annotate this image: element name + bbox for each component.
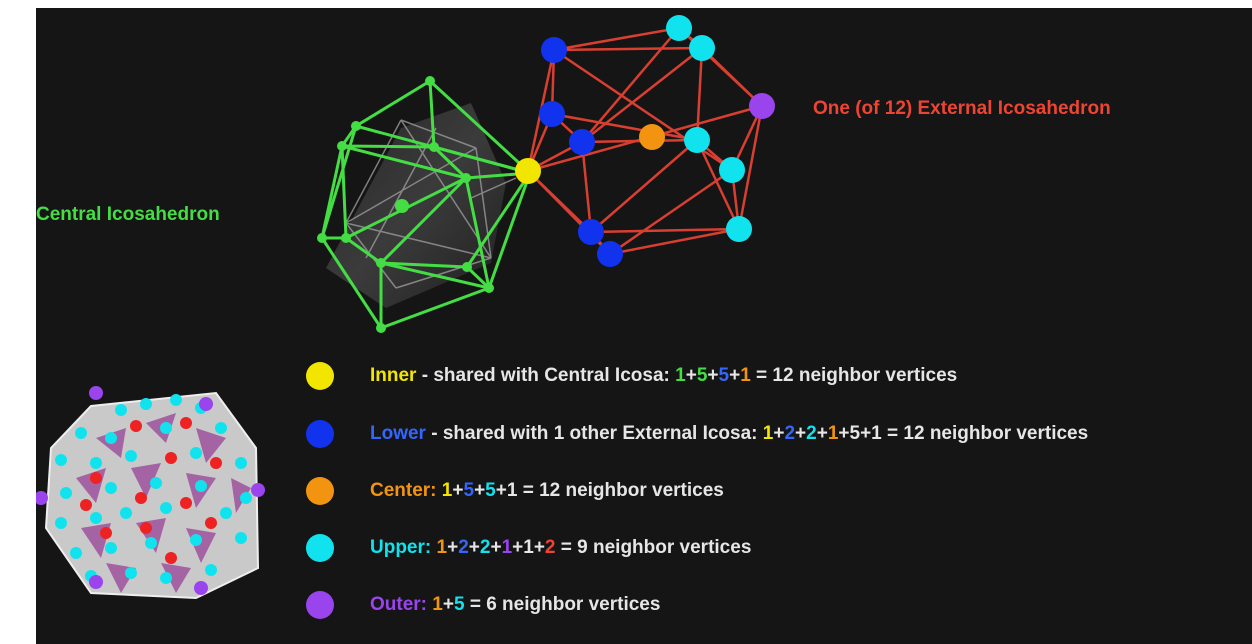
legend-text-segment: + — [773, 423, 785, 444]
legend-text-segment: + — [729, 365, 741, 386]
legend-item-inner: Inner - shared with Central Icosa: 1+5+5… — [306, 356, 957, 396]
legend-text-segment: 1 — [740, 365, 751, 386]
legend-text-segment: 1 — [436, 537, 448, 558]
legend-text-segment: Outer: — [370, 594, 427, 615]
legend-text-segment: 1 — [827, 423, 839, 444]
legend-text-segment: Upper: — [370, 537, 432, 558]
central-vertices — [317, 76, 494, 333]
legend-text-segment: + — [474, 480, 486, 501]
legend-text-segment: + — [447, 537, 459, 558]
legend-item-center: Center: 1+5+5+1 = 12 neighbor vertices — [306, 471, 724, 511]
icosahedra-illustration — [36, 15, 775, 600]
external-icosahedron-label: One (of 12) External Icosahedron — [813, 98, 1111, 119]
legend-text-segment: 2 — [806, 423, 817, 444]
central-edges — [320, 79, 532, 330]
diagram-panel: Central Icosahedron One (of 12) External… — [36, 8, 1252, 644]
legend-text-segment: 2 — [784, 423, 796, 444]
legend-text-segment: = 12 neighbor vertices — [750, 365, 958, 386]
legend-text-segment: + — [442, 594, 454, 615]
legend-text-segment: + — [685, 365, 697, 386]
outer-vertex-dot — [306, 591, 334, 619]
legend-text-segment: 2 — [458, 537, 469, 558]
center-vertex-dot — [306, 477, 334, 505]
legend-text-segment: +1+ — [512, 537, 545, 558]
legend-text-segment: 1 — [501, 537, 513, 558]
legend-text-segment: 2 — [479, 537, 491, 558]
central-icosahedron — [317, 76, 532, 333]
legend-text-segment: 5 — [485, 480, 496, 501]
legend-text-segment: + — [795, 423, 807, 444]
legend-text-segment: Inner — [370, 365, 417, 386]
legend-text: Lower - shared with 1 other External Ico… — [370, 423, 1088, 445]
legend-text-segment: Lower — [370, 423, 426, 444]
legend-text-segment: 1 — [675, 365, 686, 386]
legend-text-segment: = 6 neighbor vertices — [464, 594, 661, 615]
legend-text-segment: 5 — [718, 365, 730, 386]
external-vertices — [515, 15, 775, 267]
legend-text-segment: - shared with Central Icosa: — [416, 365, 676, 386]
legend-text-segment: 2 — [544, 537, 556, 558]
polyhedron-thumbnail — [36, 386, 265, 600]
external-icosahedron — [515, 15, 775, 267]
legend-text-segment: = 9 neighbor vertices — [555, 537, 752, 558]
legend-text-segment: - shared with 1 other External Icosa: — [425, 423, 763, 444]
legend-text-segment: +5+1 = 12 neighbor vertices — [838, 423, 1089, 444]
legend-text-segment: 5 — [696, 365, 708, 386]
legend-text-segment: 1 — [441, 480, 453, 501]
legend-text: Inner - shared with Central Icosa: 1+5+5… — [370, 365, 957, 387]
legend-item-outer: Outer: 1+5 = 6 neighbor vertices — [306, 585, 660, 625]
legend-text-segment: Center: — [370, 480, 437, 501]
legend-text: Center: 1+5+5+1 = 12 neighbor vertices — [370, 480, 724, 502]
legend-text-segment: +1 = 12 neighbor vertices — [495, 480, 724, 501]
legend-text: Upper: 1+2+2+1+1+2 = 9 neighbor vertices — [370, 537, 751, 559]
legend-text-segment: + — [490, 537, 502, 558]
lower-vertex-dot — [306, 420, 334, 448]
legend-text-segment: 1 — [762, 423, 774, 444]
inner-vertex-dot — [306, 362, 334, 390]
legend-text-segment: 5 — [453, 594, 465, 615]
legend-item-upper: Upper: 1+2+2+1+1+2 = 9 neighbor vertices — [306, 528, 751, 568]
legend-item-lower: Lower - shared with 1 other External Ico… — [306, 414, 1088, 454]
legend-text-segment: + — [816, 423, 828, 444]
upper-vertex-dot — [306, 534, 334, 562]
central-icosahedron-label: Central Icosahedron — [36, 204, 220, 225]
legend-text-segment: 1 — [432, 594, 443, 615]
legend-text-segment: + — [468, 537, 480, 558]
legend-text-segment: 5 — [463, 480, 475, 501]
legend-text-segment: + — [452, 480, 464, 501]
legend-text: Outer: 1+5 = 6 neighbor vertices — [370, 594, 660, 616]
legend-text-segment: + — [707, 365, 719, 386]
